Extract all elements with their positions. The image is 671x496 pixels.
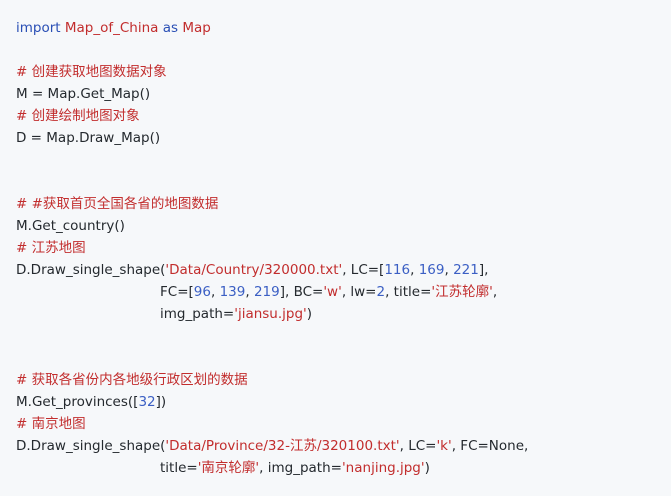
string-literal: 'Data/Country/320000.txt' [165, 262, 343, 278]
code-line-comment: # 创建绘制地图对象 [16, 105, 671, 127]
code-line-draw-map: D = Map.Draw_Map() [16, 127, 671, 149]
string-literal: 'nanjing.jpg' [341, 460, 425, 476]
number-literal: 221 [453, 262, 479, 278]
blank-line [16, 347, 671, 369]
blank-line [16, 325, 671, 347]
comment-create-get-map: # 创建获取地图数据对象 [16, 64, 167, 80]
code-text: M.Get_country() [16, 218, 125, 234]
blank-line [16, 39, 671, 61]
keyword-as: as [162, 20, 179, 36]
number-literal: 96 [193, 284, 211, 300]
code-text: , title= [385, 284, 432, 300]
code-text: D.Draw_single_shape( [16, 438, 166, 454]
number-literal: 169 [418, 262, 445, 278]
code-line-get-country: M.Get_country() [16, 215, 671, 237]
keyword-import: import [16, 20, 61, 36]
code-line-comment: # 江苏地图 [16, 237, 671, 259]
string-literal: 'jiansu.jpg' [234, 306, 307, 322]
code-line-comment: # 南京地图 [16, 413, 671, 435]
code-text: , LC=[ [342, 262, 385, 278]
code-text: D.Draw_single_shape( [16, 262, 166, 278]
code-text: ) [306, 306, 313, 322]
blank-line [16, 171, 671, 193]
code-text: M.Get_provinces([ [16, 394, 139, 410]
number-literal: 2 [376, 284, 386, 300]
code-text: M = Map.Get_Map() [16, 86, 151, 102]
string-literal: 'Data/Province/32-江苏/320100.txt' [165, 438, 400, 454]
code-text: FC=[ [160, 284, 194, 300]
code-line-comment: # #获取首页全国各省的地图数据 [16, 193, 671, 215]
blank-line [16, 149, 671, 171]
code-line-nanjing-args: title='南京轮廓', img_path='nanjing.jpg') [16, 457, 671, 479]
string-literal: 'k' [436, 438, 452, 454]
number-literal: 139 [219, 284, 246, 300]
number-literal: 219 [253, 284, 280, 300]
comment-provinces-data: # 获取各省份内各地级行政区划的数据 [16, 372, 248, 388]
module-alias: Map [182, 20, 211, 36]
string-literal: 'w' [323, 284, 342, 300]
code-text: D = Map.Draw_Map() [16, 130, 161, 146]
code-text: , img_path= [259, 460, 342, 476]
code-line-get-provinces: M.Get_provinces([32]) [16, 391, 671, 413]
code-text: , FC=None, [451, 438, 529, 454]
code-text: , lw= [341, 284, 377, 300]
module-name: Map_of_China [64, 20, 159, 36]
comment-create-draw-map: # 创建绘制地图对象 [16, 108, 140, 124]
code-line-jiangsu-img-path: img_path='jiansu.jpg') [16, 303, 671, 325]
code-text: , [492, 284, 498, 300]
code-line-jiangsu-args: FC=[96, 139, 219], BC='w', lw=2, title='… [16, 281, 671, 303]
code-line-draw-jiangsu: D.Draw_single_shape('Data/Country/320000… [16, 259, 671, 281]
code-text: ], BC= [279, 284, 324, 300]
comment-nanjing-map: # 南京地图 [16, 416, 86, 432]
code-text: , [410, 262, 419, 278]
code-text: , [210, 284, 220, 300]
code-line-comment: # 创建获取地图数据对象 [16, 61, 671, 83]
code-line-import: import Map_of_China as Map [16, 17, 671, 39]
code-line-get-map: M = Map.Get_Map() [16, 83, 671, 105]
code-text: ], [478, 262, 489, 278]
code-text: ) [424, 460, 430, 476]
code-line-comment: # 获取各省份内各地级行政区划的数据 [16, 369, 671, 391]
code-line-draw-nanjing: D.Draw_single_shape('Data/Province/32-江苏… [16, 435, 671, 457]
string-literal: '江苏轮廓' [431, 284, 493, 300]
comment-country-data: # #获取首页全国各省的地图数据 [16, 196, 219, 212]
code-text: img_path= [160, 306, 235, 322]
string-literal: '南京轮廓' [197, 460, 260, 476]
code-text: , LC= [399, 438, 437, 454]
code-text: ]) [155, 394, 167, 410]
number-literal: 116 [384, 262, 411, 278]
number-literal: 32 [138, 394, 156, 410]
comment-jiangsu-map: # 江苏地图 [16, 240, 86, 256]
code-text: , [444, 262, 454, 278]
code-text: title= [160, 460, 198, 476]
code-text: , [245, 284, 254, 300]
